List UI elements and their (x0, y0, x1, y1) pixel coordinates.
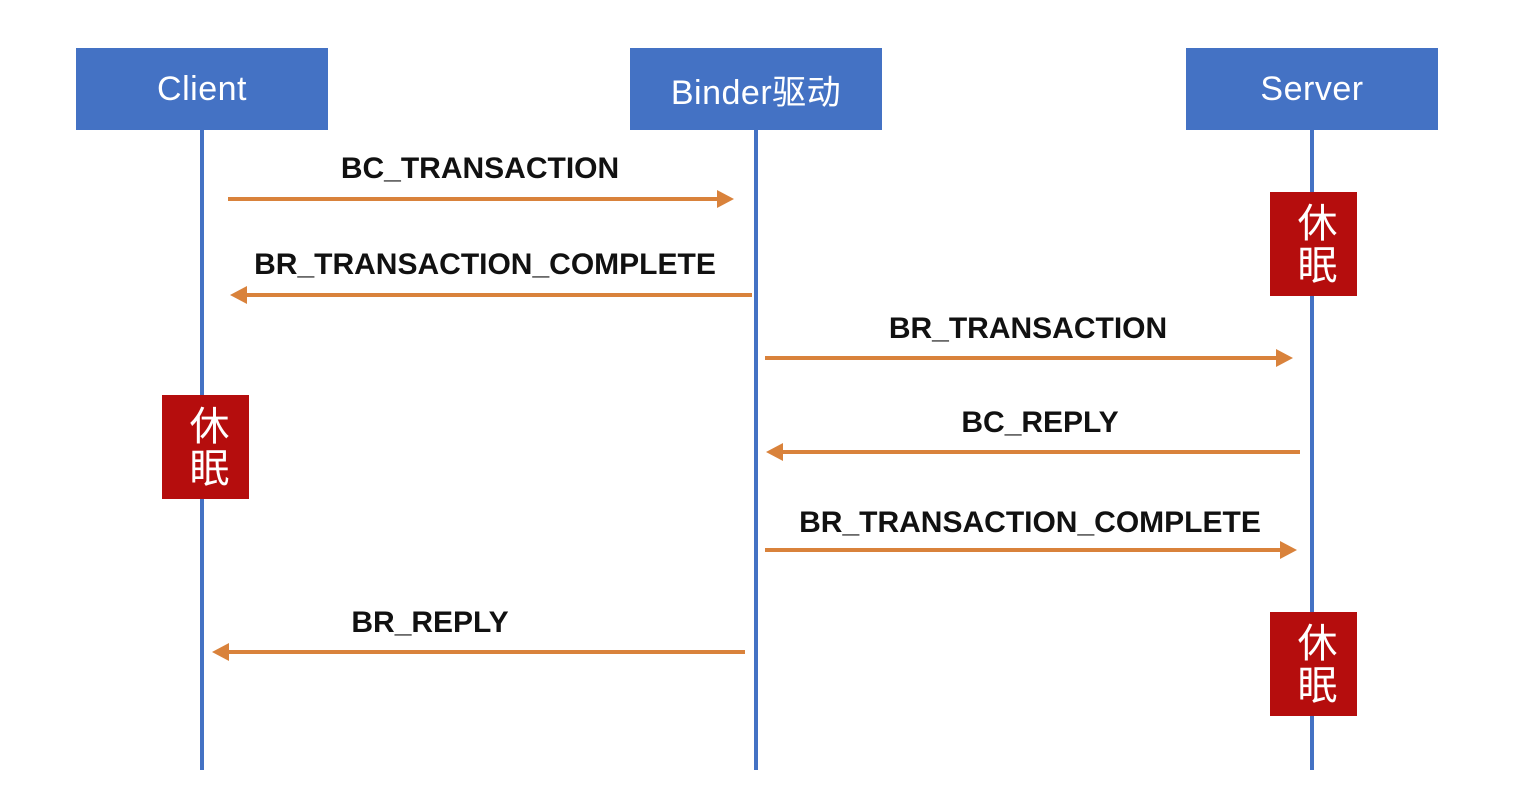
arrow-left-icon (766, 443, 1300, 461)
arrow-left-icon (230, 286, 752, 304)
message-label-br-transaction: BR_TRANSACTION (888, 312, 1168, 345)
lifeline-binder-driver (754, 130, 758, 770)
actor-binder-driver-label: Binder驱动 (670, 73, 842, 112)
sleep-marker-server-top: 休眠 (1270, 192, 1357, 296)
arrow-right-icon (765, 349, 1293, 367)
actor-server-label: Server (1260, 69, 1364, 108)
message-label-br-transaction-complete-client: BR_TRANSACTION_COMPLETE (254, 248, 716, 281)
arrow-right-icon (228, 190, 734, 208)
actor-server: Server (1186, 48, 1438, 130)
message-label-bc-transaction: BC_TRANSACTION (340, 152, 620, 185)
sleep-marker-label: 休眠 (183, 405, 228, 489)
sleep-marker-client-middle: 休眠 (162, 395, 249, 499)
sleep-marker-server-bottom: 休眠 (1270, 612, 1357, 716)
actor-binder-driver: Binder驱动 (630, 48, 882, 130)
lifeline-server (1310, 130, 1314, 770)
actor-client: Client (76, 48, 328, 130)
message-label-br-transaction-complete-server: BR_TRANSACTION_COMPLETE (799, 506, 1261, 539)
message-label-br-reply: BR_REPLY (351, 606, 509, 639)
arrow-right-icon (765, 541, 1297, 559)
sleep-marker-label: 休眠 (1291, 622, 1336, 706)
message-label-bc-reply: BC_REPLY (961, 406, 1119, 439)
sleep-marker-label: 休眠 (1291, 202, 1336, 286)
actor-client-label: Client (157, 69, 247, 108)
arrow-left-icon (212, 643, 745, 661)
